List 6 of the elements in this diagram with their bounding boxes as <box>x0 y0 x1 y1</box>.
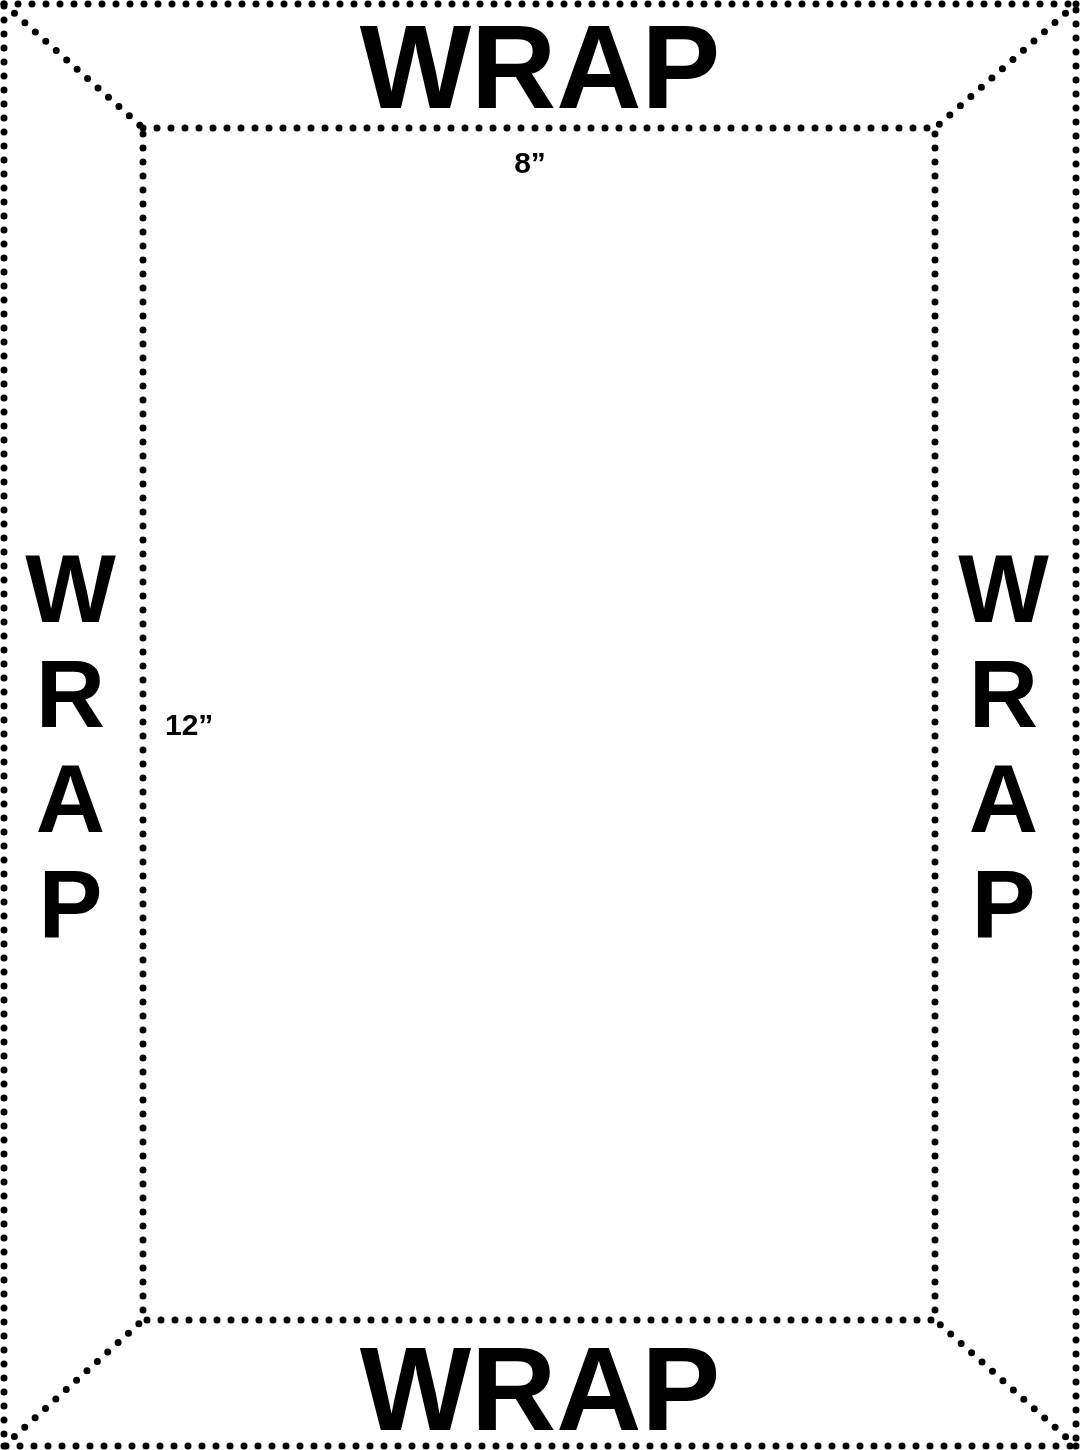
wrap-label: WRAP <box>359 8 721 126</box>
dimension-label: 8” <box>514 148 546 178</box>
dimension-label: 12” <box>165 710 214 740</box>
wrap-label: WRAP <box>955 535 1051 955</box>
wrap-label: WRAP <box>22 535 118 955</box>
wrap-label: WRAP <box>359 1330 721 1448</box>
